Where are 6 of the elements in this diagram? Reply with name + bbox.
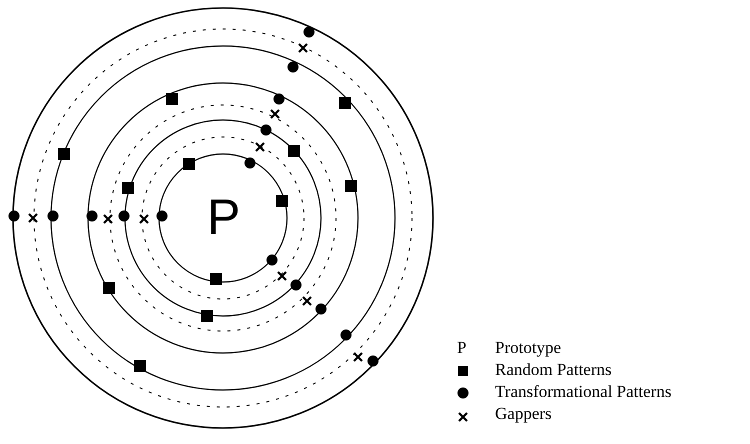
legend-text: Random Patterns <box>495 360 612 380</box>
prototype-label: P <box>207 192 240 242</box>
legend-text: Gappers <box>495 404 552 424</box>
legend-symbol: P <box>457 338 466 358</box>
legend-text: Transformational Patterns <box>495 382 672 402</box>
legend-text: Prototype <box>495 338 562 358</box>
